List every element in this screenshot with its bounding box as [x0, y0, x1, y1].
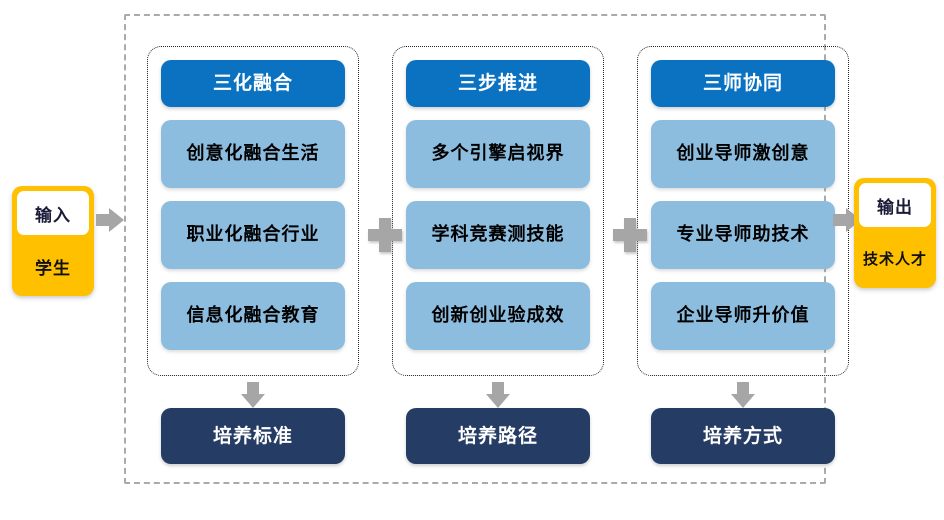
arrow-shaft	[833, 214, 847, 226]
column-2-footer[interactable]: 培养路径	[406, 408, 590, 464]
arrow-head	[109, 208, 124, 232]
column-3-item-2[interactable]: 专业导师助技术	[651, 201, 835, 269]
output-card: 输出 技术人才	[854, 178, 936, 288]
input-card-body-label: 学生	[35, 258, 71, 279]
arrow-shaft	[96, 214, 110, 226]
input-card: 输入 学生	[12, 186, 94, 296]
input-card-cap-label: 输入	[17, 191, 89, 235]
column-3-item-3[interactable]: 企业导师升价值	[651, 282, 835, 350]
column-frame-2	[392, 46, 604, 376]
column-frame-1	[147, 46, 359, 376]
column-1-item-2[interactable]: 职业化融合行业	[161, 201, 345, 269]
plus-bar-vertical	[379, 218, 391, 252]
column-1: 三化融合 创意化融合生活 职业化融合行业 信息化融合教育 培养标准	[147, 16, 359, 486]
arrow-shaft	[247, 382, 259, 395]
arrow-down-column-3-icon	[731, 382, 755, 408]
column-2-item-1[interactable]: 多个引擎启视界	[406, 120, 590, 188]
plus-icon-1	[368, 218, 402, 252]
column-2: 三步推进 多个引擎启视界 学科竞赛测技能 创新创业验成效 培养路径	[392, 16, 604, 486]
arrow-down-column-1-icon	[241, 382, 265, 408]
column-2-item-2[interactable]: 学科竞赛测技能	[406, 201, 590, 269]
arrow-right-input-icon	[96, 208, 124, 232]
plus-icon-2	[613, 218, 647, 252]
column-3-footer[interactable]: 培养方式	[651, 408, 835, 464]
column-2-item-3[interactable]: 创新创业验成效	[406, 282, 590, 350]
column-3-item-1[interactable]: 创业导师激创意	[651, 120, 835, 188]
arrow-head	[731, 394, 755, 408]
column-3-header[interactable]: 三师协同	[651, 60, 835, 107]
column-1-item-3[interactable]: 信息化融合教育	[161, 282, 345, 350]
column-3: 三师协同 创业导师激创意 专业导师助技术 企业导师升价值 培养方式	[637, 16, 849, 486]
output-card-body-label: 技术人才	[862, 249, 927, 268]
column-1-footer[interactable]: 培养标准	[161, 408, 345, 464]
column-2-header[interactable]: 三步推进	[406, 60, 590, 107]
arrow-shaft	[737, 382, 749, 395]
plus-bar-vertical	[624, 218, 636, 252]
output-card-cap-label: 输出	[859, 183, 931, 227]
arrow-down-column-2-icon	[486, 382, 510, 408]
arrow-head	[486, 394, 510, 408]
column-1-header[interactable]: 三化融合	[161, 60, 345, 107]
outer-dashed-frame: 三化融合 创意化融合生活 职业化融合行业 信息化融合教育 培养标准 三步推进 多…	[124, 14, 849, 486]
arrow-head	[241, 394, 265, 408]
arrow-shaft	[492, 382, 504, 395]
column-1-item-1[interactable]: 创意化融合生活	[161, 120, 345, 188]
